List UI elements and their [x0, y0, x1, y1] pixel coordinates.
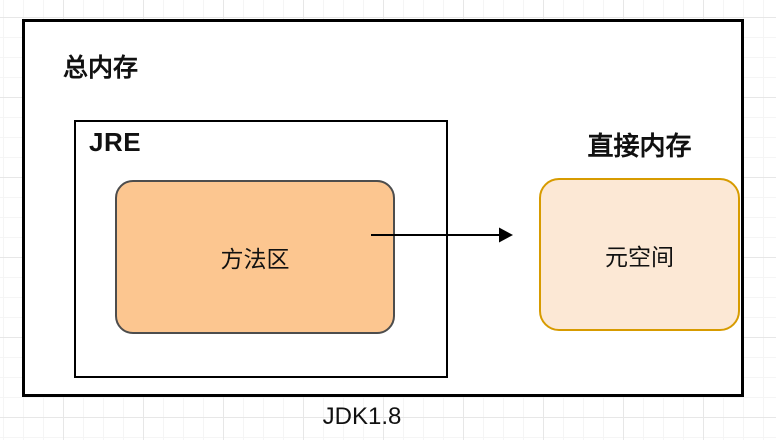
- jre-label: JRE: [89, 127, 142, 157]
- metaspace-label: 元空间: [605, 243, 674, 270]
- method-area-label: 方法区: [220, 246, 290, 272]
- total-memory-label: 总内存: [63, 54, 139, 82]
- metaspace-shape: 元空间: [539, 178, 740, 331]
- method-area-shape: 方法区: [115, 180, 395, 334]
- total-memory-box: 总内存 JRE 方法区 直接内存 元空间: [22, 19, 744, 397]
- caption-jdk-version: JDK1.8: [322, 403, 402, 430]
- direct-memory-label: 直接内存: [587, 131, 692, 161]
